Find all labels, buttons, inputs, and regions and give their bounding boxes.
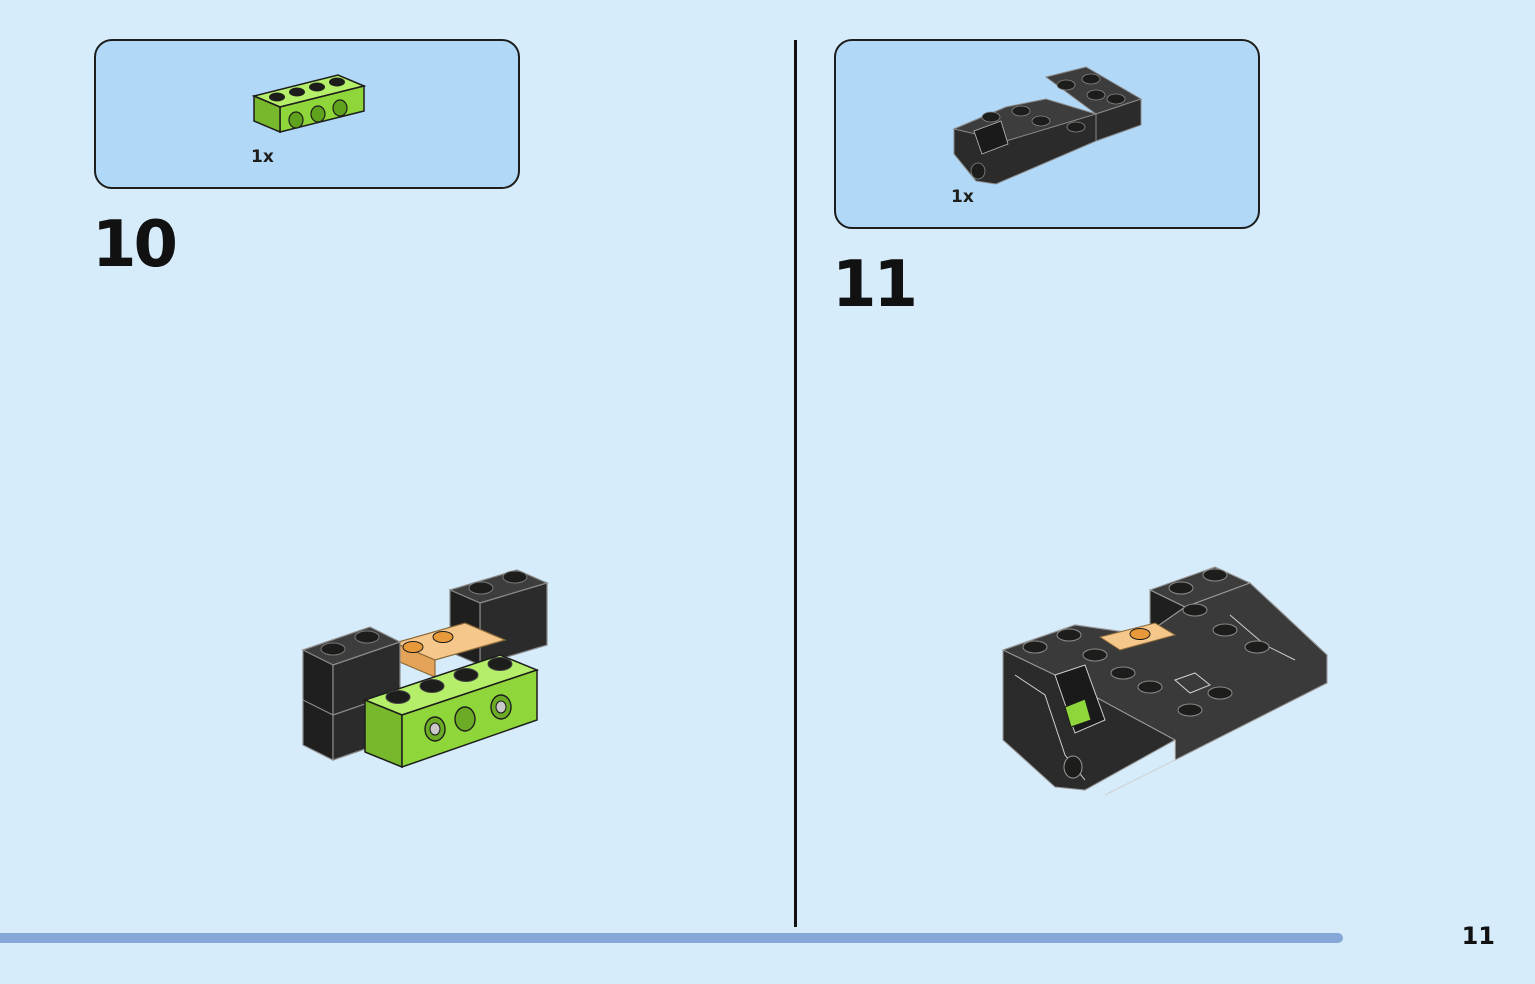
lime-technic-brick-1x4-icon — [251, 74, 367, 134]
step-number: 10 — [92, 208, 178, 282]
progress-bar — [0, 933, 1436, 943]
page-number: 11 — [1461, 922, 1495, 950]
page-divider — [794, 40, 797, 927]
step-11-parts-box: 1x — [834, 39, 1260, 229]
step-number: 11 — [832, 248, 918, 322]
part-quantity: 1x — [951, 187, 974, 207]
step-11-assembly-icon — [1001, 566, 1328, 796]
progress-bar-fill — [0, 933, 1343, 943]
step-10-parts-box: 1x — [94, 39, 520, 189]
black-vehicle-base-icon — [952, 66, 1143, 185]
part-quantity: 1x — [251, 147, 274, 167]
step-10-assembly-icon — [301, 569, 549, 769]
